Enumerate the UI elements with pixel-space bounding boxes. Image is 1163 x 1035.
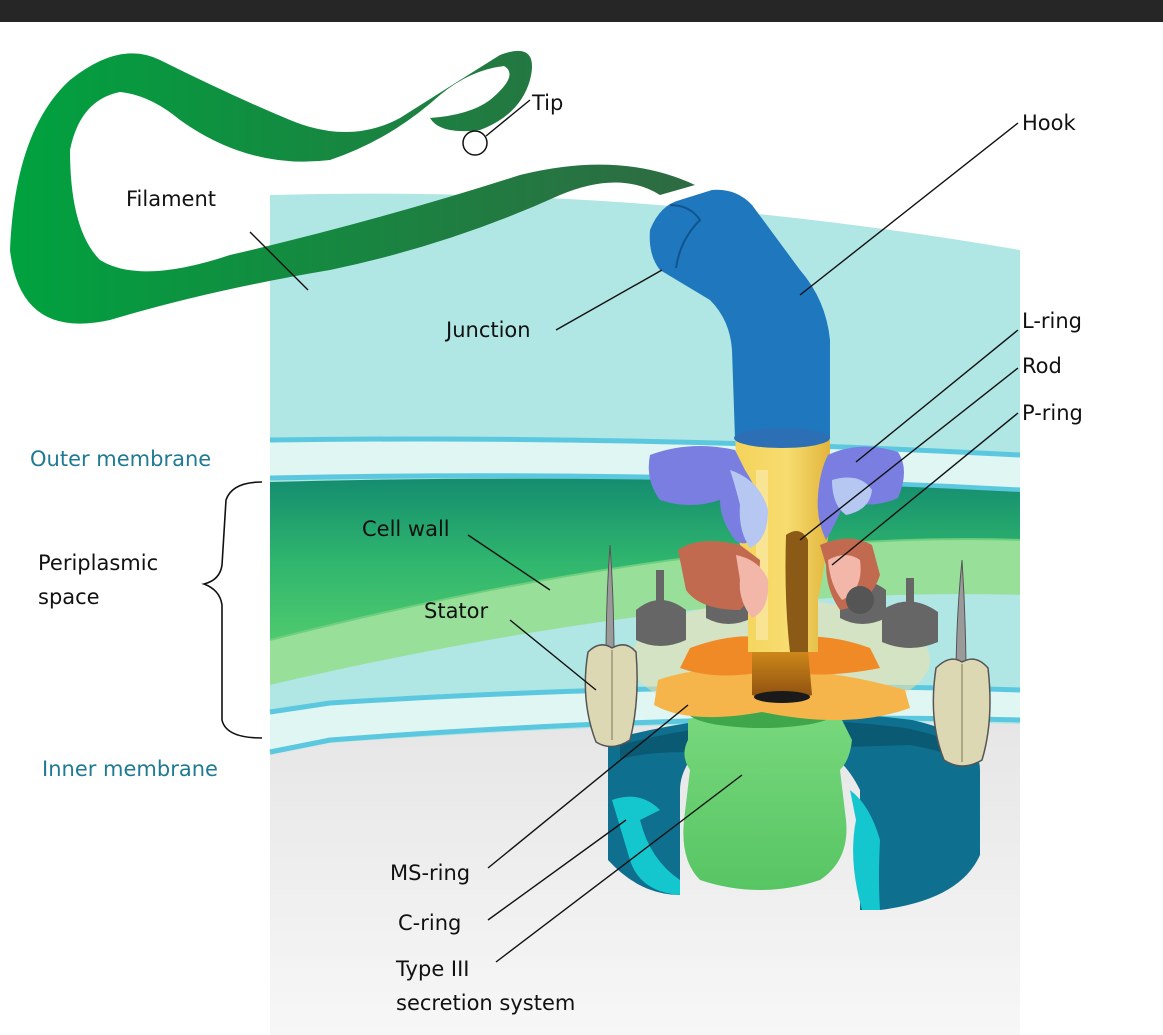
hook-shape <box>649 189 830 444</box>
inner-membrane-line-bottom <box>269 715 1021 755</box>
hook-junction-seam <box>669 204 702 269</box>
c-ring-cyan-parts <box>612 790 880 910</box>
label-periplasmic-line1: Periplasmic <box>38 551 158 575</box>
label-periplasmic-line2: space <box>38 585 100 609</box>
label-filament: Filament <box>126 187 216 211</box>
outer-membrane-line-top <box>269 436 1021 458</box>
periplasmic-bracket <box>201 481 263 739</box>
filament-shape <box>10 50 695 324</box>
label-hook: Hook <box>1022 111 1076 135</box>
tip-circle <box>462 130 488 156</box>
type3-secretion-shape <box>683 702 852 890</box>
label-type3-line2: secretion system <box>396 991 575 1015</box>
label-outer-membrane: Outer membrane <box>30 447 211 471</box>
hook-base <box>734 428 830 448</box>
label-stator: Stator <box>424 599 489 623</box>
label-cell-wall: Cell wall <box>362 517 450 541</box>
p-ring-shapes <box>678 538 880 618</box>
label-inner-membrane: Inner membrane <box>42 757 218 781</box>
central-core-opening <box>754 691 810 703</box>
rod-inner-channel <box>785 531 808 652</box>
label-l-ring: L-ring <box>1022 309 1082 333</box>
label-p-ring: P-ring <box>1022 401 1083 425</box>
stator-right <box>932 559 991 767</box>
stator-left <box>584 544 638 748</box>
label-junction: Junction <box>444 318 531 342</box>
l-ring-shapes <box>648 446 904 548</box>
leader-lines <box>249 99 1019 963</box>
label-ms-ring: MS-ring <box>390 861 470 885</box>
label-rod: Rod <box>1022 354 1062 378</box>
top-frame-bar <box>0 0 1163 22</box>
label-type3-line1: Type III <box>395 957 470 981</box>
central-core <box>752 650 812 700</box>
c-ring-shape <box>608 713 980 910</box>
cell-wall-edge <box>269 538 1021 641</box>
label-c-ring: C-ring <box>398 911 461 935</box>
outer-membrane-line-bottom <box>269 473 1021 493</box>
label-tip: Tip <box>531 91 563 115</box>
